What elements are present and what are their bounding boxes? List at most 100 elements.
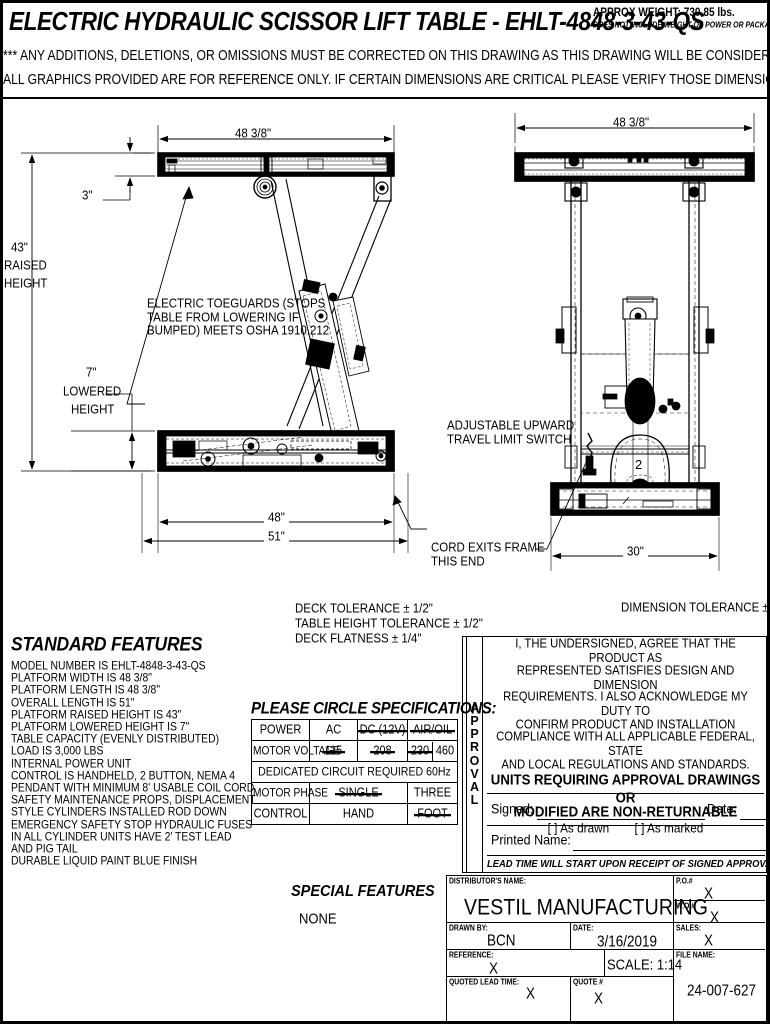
approx-weight-note: DOES NOT INCLUDE WEIGHT OF POWER OR PACK… bbox=[593, 20, 770, 30]
dim-lowered-height-line1: LOWERED bbox=[63, 385, 122, 399]
titleblock-wo-cell: W.O.# X bbox=[674, 901, 765, 927]
approval-paragraph-line: REQUIREMENTS. I ALSO ACKNOWLEDGE MY DUTY… bbox=[503, 690, 748, 719]
approval-tab-label: A P P R O V A L bbox=[466, 637, 482, 872]
tolerance-deck-flatness: DECK FLATNESS ± 1/4" bbox=[295, 632, 422, 646]
sheet-header: ELECTRIC HYDRAULIC SCISSOR LIFT TABLE - … bbox=[3, 3, 770, 99]
approval-paragraph-line: I, THE UNDERSIGNED, AGREE THAT THE PRODU… bbox=[515, 637, 736, 666]
spec-row-control: CONTROL HAND FOOT bbox=[251, 803, 458, 825]
approval-paragraph-line: COMPLIANCE WITH ALL APPLICABLE FEDERAL, … bbox=[496, 730, 755, 759]
standard-feature-item: PLATFORM RAISED HEIGHT IS 43" bbox=[11, 708, 182, 722]
approval-letter: A bbox=[469, 700, 480, 715]
approval-checkboxes: [ ] As drawn [ ] As marked bbox=[485, 821, 766, 837]
distributor-name-value: VESTIL MANUFACTURING bbox=[464, 895, 708, 921]
reference-value: X bbox=[489, 960, 499, 978]
dim-lowered-height-value: 7" bbox=[86, 366, 97, 380]
titleblock-reference-cell: REFERENCE: X bbox=[447, 950, 605, 977]
approval-letter: A bbox=[469, 779, 480, 794]
special-features-section: SPECIAL FEATURES NONE bbox=[291, 883, 435, 927]
approval-paragraph-line: CONFIRM PRODUCT AND INSTALLATION bbox=[515, 717, 736, 732]
callout-electric-toeguards: ELECTRIC TOEGUARDS (STOPS TABLE FROM LOW… bbox=[147, 297, 329, 338]
callout-cord-line2: THIS END bbox=[431, 554, 485, 569]
header-note-reference: ALL GRAPHICS PROVIDED ARE FOR REFERENCE … bbox=[3, 71, 770, 88]
tolerance-deck: DECK TOLERANCE ± 1/2" bbox=[295, 602, 433, 616]
spec-label-motor-phase: MOTOR PHASE bbox=[251, 782, 328, 804]
callout-toeguard-line2: TABLE FROM LOWERING IF bbox=[147, 310, 299, 325]
callout-limit-switch: ADJUSTABLE UPWARD TRAVEL LIMIT SWITCH bbox=[447, 419, 574, 446]
spec-row-power: POWER AC DC (12V) AIR/OIL bbox=[251, 719, 458, 741]
dim-lowered-height-line2: HEIGHT bbox=[71, 403, 115, 417]
standard-feature-item: OVERALL LENGTH IS 51" bbox=[11, 696, 135, 710]
callout-cord-line1: CORD EXITS FRAME bbox=[431, 541, 545, 555]
standard-feature-item: EMERGENCY SAFETY STOP HYDRAULIC FUSES bbox=[11, 818, 253, 832]
standard-feature-item: PLATFORM WIDTH IS 48 3/8" bbox=[11, 672, 152, 686]
dim-base-length-outer: 51" bbox=[264, 530, 289, 544]
approval-printed-name-row: Printed Name: bbox=[487, 825, 770, 855]
spec-label-dedicated-circuit: DEDICATED CIRCUIT REQUIRED 60Hz bbox=[251, 761, 458, 783]
approval-letter: O bbox=[469, 753, 480, 768]
standard-feature-item: AND PIG TAIL bbox=[11, 843, 78, 856]
standard-features-section: STANDARD FEATURES MODEL NUMBER IS EHLT-4… bbox=[11, 633, 256, 868]
approval-tab: A P P R O V A L bbox=[463, 637, 483, 872]
spec-option-115[interactable]: 115 bbox=[309, 740, 358, 762]
wo-number-value: X bbox=[710, 909, 720, 927]
approval-bold-line1: UNITS REQUIRING APPROVAL DRAWINGS OR bbox=[490, 771, 761, 805]
spec-option-ac[interactable]: AC bbox=[309, 719, 358, 741]
spec-row-motor-voltage: MOTOR VOLTAGE 115 208 230 bbox=[251, 740, 458, 762]
file-name-label: FILE NAME: bbox=[676, 950, 716, 960]
signature-field[interactable] bbox=[537, 819, 705, 820]
dim-raised-height-line2: HEIGHT bbox=[4, 277, 48, 291]
spec-option-230[interactable]: 230 bbox=[407, 741, 433, 761]
spec-row-motor-phase: MOTOR PHASE SINGLE THREE bbox=[251, 782, 458, 804]
standard-feature-item: LOAD IS 3,000 LBS bbox=[11, 745, 104, 759]
approval-body: I, THE UNDERSIGNED, AGREE THAT THE PRODU… bbox=[485, 637, 770, 872]
spec-option-air-oil[interactable]: AIR/OIL bbox=[407, 719, 458, 741]
scale-label: SCALE: 1:14 bbox=[607, 956, 683, 974]
approval-non-returnable-notice: UNITS REQUIRING APPROVAL DRAWINGS OR MOD… bbox=[487, 771, 764, 819]
approval-block: A P P R O V A L I, THE UNDERSIGNED, AGRE… bbox=[462, 636, 770, 873]
drawn-by-value: BCN bbox=[487, 932, 516, 950]
standard-feature-item: SAFETY MAINTENANCE PROPS, DISPLACEMENT bbox=[11, 794, 256, 808]
approval-letter: P bbox=[470, 727, 479, 742]
dim-base-length-inner: 48" bbox=[264, 511, 289, 525]
po-number-value: X bbox=[704, 885, 714, 903]
checkbox-as-drawn[interactable]: [ ] As drawn bbox=[547, 820, 610, 837]
titleblock-date-cell: DATE: 3/16/2019 bbox=[571, 923, 674, 950]
spec-option-foot[interactable]: FOOT bbox=[407, 803, 458, 825]
tolerance-notes-left: DECK TOLERANCE ± 1/2" TABLE HEIGHT TOLER… bbox=[295, 601, 483, 646]
spec-option-three[interactable]: THREE bbox=[407, 782, 458, 804]
dim-raised-height-value: 43" bbox=[11, 241, 28, 255]
sales-label: SALES: bbox=[676, 923, 702, 933]
file-name-value: 24-007-627 bbox=[687, 982, 757, 1000]
titleblock-quote-number-cell: QUOTE # X bbox=[571, 977, 674, 1023]
titleblock-file-name-cell: FILE NAME: 24-007-627 bbox=[674, 950, 765, 1023]
checkbox-as-marked[interactable]: [ ] As marked bbox=[634, 820, 704, 837]
quote-number-label: QUOTE # bbox=[573, 977, 603, 987]
date-label: Date: bbox=[707, 801, 737, 817]
printed-name-field[interactable] bbox=[573, 850, 770, 851]
spec-option-dc-12v[interactable]: DC (12V) bbox=[356, 719, 409, 741]
signature-date-field[interactable] bbox=[740, 819, 770, 820]
drawing-area: 2 bbox=[3, 101, 770, 646]
spec-option-single[interactable]: SINGLE bbox=[309, 782, 408, 804]
approval-paragraph-line: AND LOCAL REGULATIONS AND STANDARDS. bbox=[501, 757, 750, 772]
page-title: ELECTRIC HYDRAULIC SCISSOR LIFT TABLE - … bbox=[9, 7, 705, 36]
quote-number-value: X bbox=[594, 990, 604, 1008]
tolerance-table-height: TABLE HEIGHT TOLERANCE ± 1/2" bbox=[295, 617, 483, 631]
spec-option-460[interactable]: 460 bbox=[435, 744, 455, 758]
dim-end-platform-width: 48 3/8" bbox=[613, 116, 650, 130]
approval-letter: V bbox=[470, 766, 479, 781]
printed-name-label: Printed Name: bbox=[491, 832, 571, 848]
svg-text:2: 2 bbox=[635, 457, 642, 472]
titleblock-quoted-lead-time-cell: QUOTED LEAD TIME: X bbox=[447, 977, 571, 1023]
titleblock-po-cell: P.O.# X bbox=[674, 876, 765, 903]
spec-option-208[interactable]: 208 bbox=[357, 740, 408, 762]
standard-feature-item: IN ALL CYLINDER UNITS HAVE 2' TEST LEAD bbox=[11, 830, 232, 844]
spec-option-hand[interactable]: HAND bbox=[309, 803, 408, 825]
distributor-name-label: DISTRIBUTOR'S NAME: bbox=[449, 876, 526, 886]
dim-side-platform-width: 48 3/8" bbox=[235, 127, 272, 141]
dim-base-width: 30" bbox=[623, 545, 648, 559]
special-features-title: SPECIAL FEATURES bbox=[291, 883, 435, 901]
approval-paragraph-line: REPRESENTED SATISFIES DESIGN AND DIMENSI… bbox=[516, 663, 735, 693]
specifications-table: POWER AC DC (12V) AIR/OIL MOTOR VOLTAGE … bbox=[251, 719, 458, 825]
